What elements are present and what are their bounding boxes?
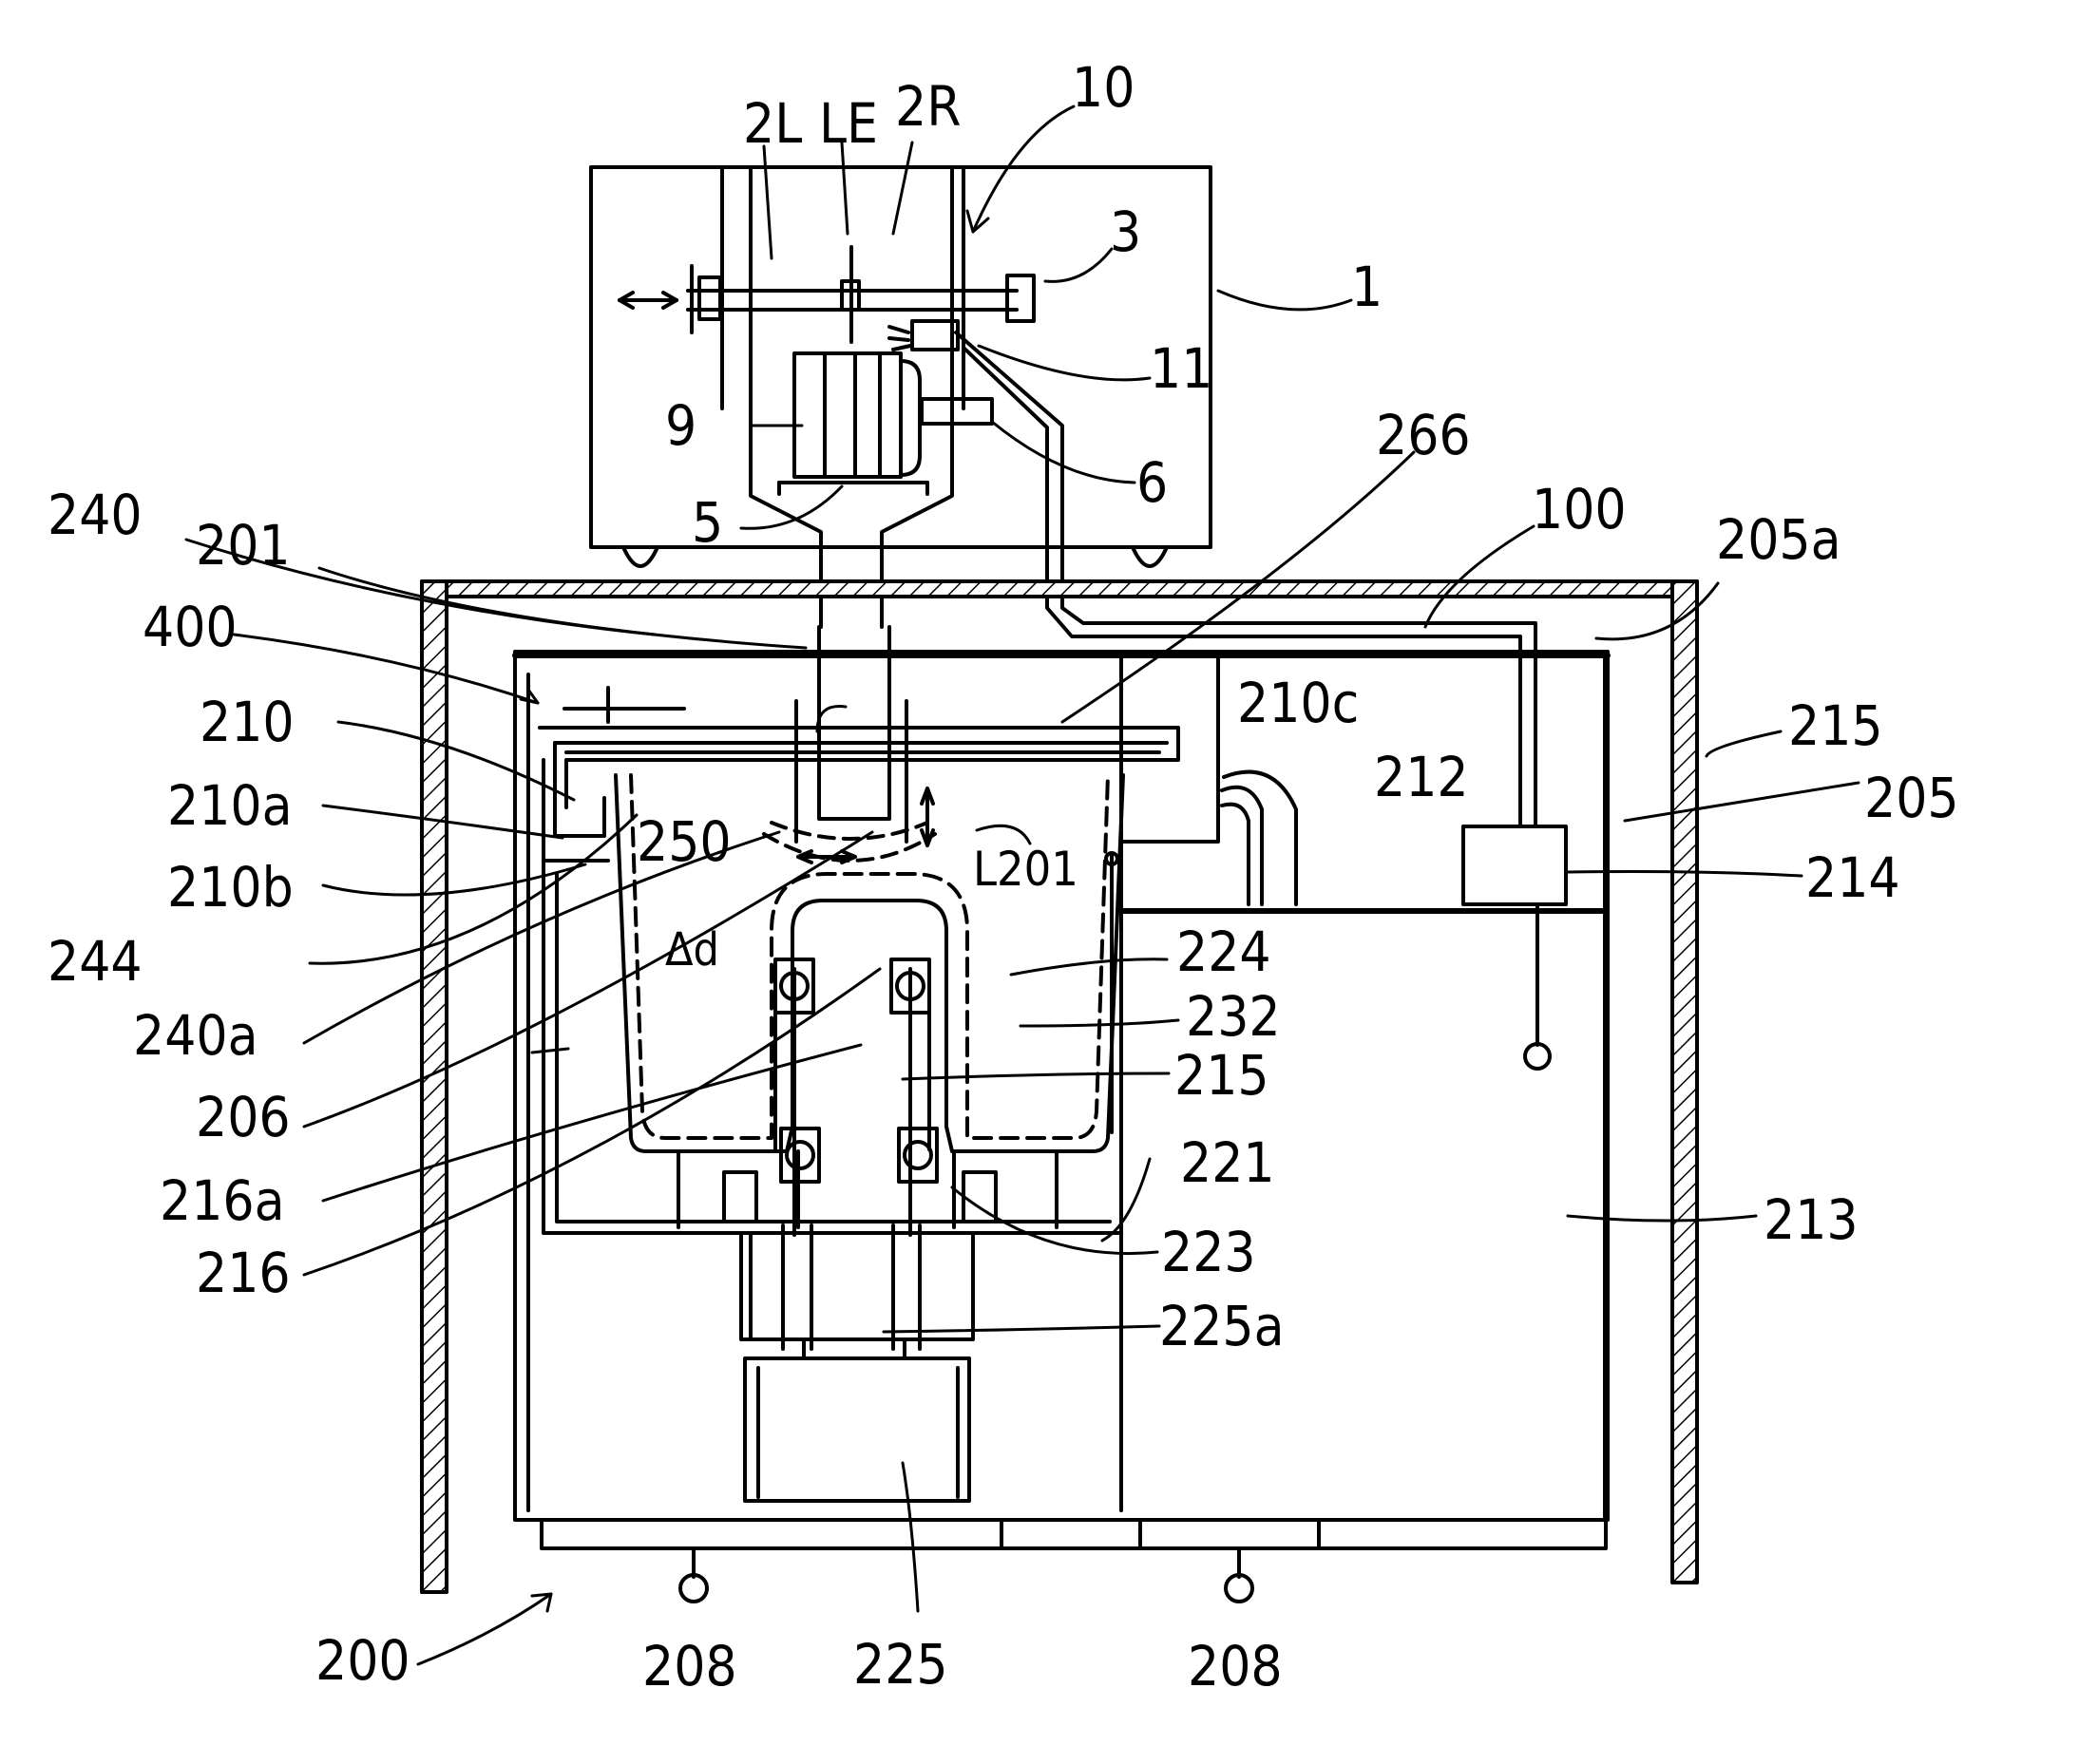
label-215-top: 215 [1788,693,1883,758]
label-100: 100 [1532,477,1627,541]
label-11: 11 [1150,336,1212,401]
label-10: 10 [1072,55,1135,120]
label-210b: 210b [167,855,294,920]
label-200: 200 [315,1628,410,1693]
label-2L: 2L [743,91,802,156]
label-266: 266 [1376,403,1471,467]
label-3: 3 [1110,199,1141,264]
label-210c: 210c [1237,671,1359,735]
label-232: 232 [1186,984,1281,1049]
label-216a: 216a [160,1168,285,1233]
label-221: 221 [1180,1130,1275,1195]
label-210: 210 [200,690,295,754]
label-5: 5 [692,490,723,555]
label-delta-d: Δd [665,923,719,977]
label-205a: 205a [1716,507,1841,572]
label-216: 216 [196,1241,291,1305]
label-215-center: 215 [1174,1043,1269,1108]
label-212: 212 [1374,745,1469,809]
label-201: 201 [196,513,291,578]
label-206: 206 [196,1085,291,1149]
label-6: 6 [1136,450,1168,515]
label-223: 223 [1161,1220,1256,1284]
label-2R: 2R [895,74,961,139]
label-L201: L201 [973,842,1078,897]
label-225: 225 [853,1632,948,1697]
label-208-right: 208 [1188,1634,1283,1698]
label-9: 9 [665,393,696,458]
tub-assembly [538,625,1180,1503]
leader-lines [184,104,1860,1666]
reference-labels: 10 2L LE 2R 3 1 11 9 6 5 266 100 205a 24… [48,55,1959,1698]
label-213: 213 [1764,1187,1859,1252]
label-240: 240 [48,483,143,547]
label-240a: 240a [133,1003,258,1068]
label-214: 214 [1805,845,1900,910]
label-400: 400 [143,595,238,659]
label-225a: 225a [1159,1294,1285,1358]
label-244: 244 [48,929,143,994]
label-208-left: 208 [642,1634,737,1698]
label-205: 205 [1864,766,1959,830]
label-LE: LE [819,91,878,156]
label-1: 1 [1351,255,1383,319]
label-224: 224 [1176,920,1271,984]
label-210a: 210a [167,773,293,838]
housing-100 [420,579,1699,1594]
label-250: 250 [637,809,732,874]
